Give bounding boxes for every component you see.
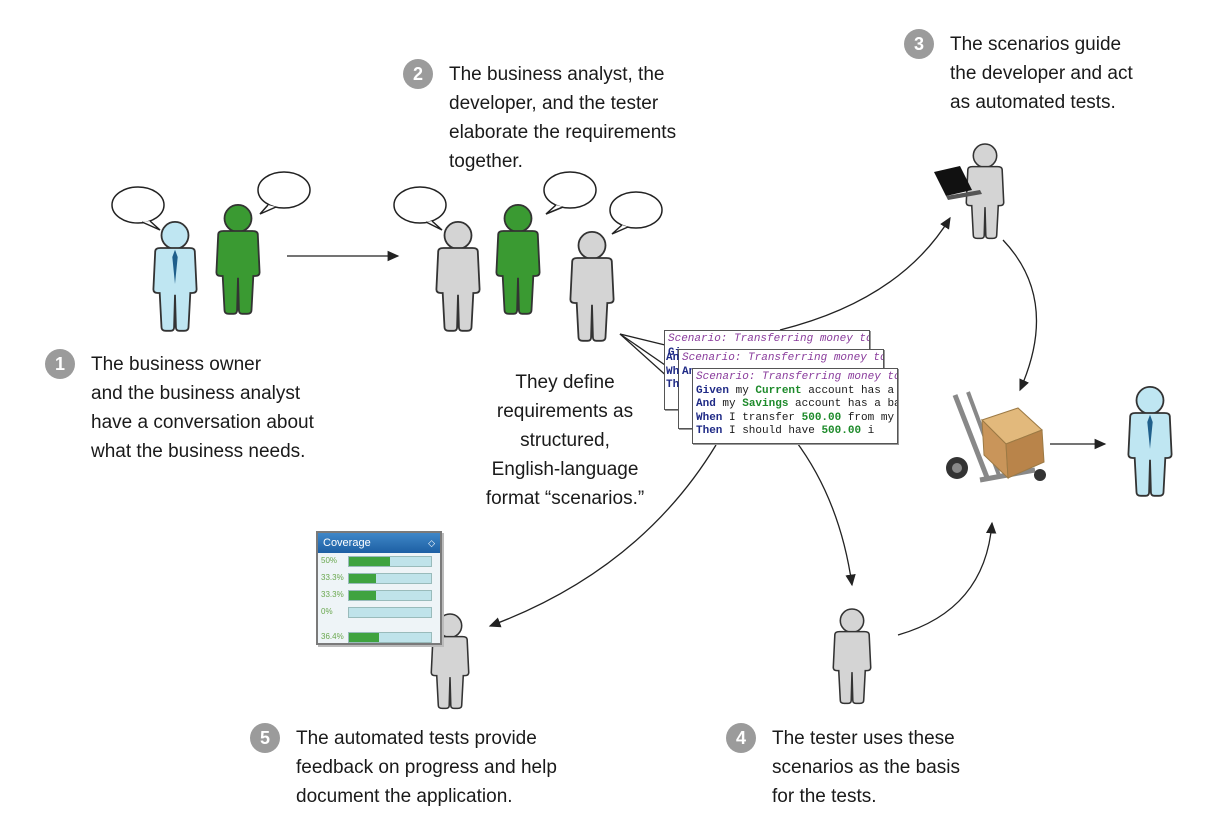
coverage-row: 33.3% — [318, 570, 440, 587]
center-text-line: English-language — [491, 459, 639, 480]
step-5-text: The automated tests provide feedback on … — [296, 724, 557, 811]
scenario-link-line-2 — [619, 333, 666, 366]
coverage-percent-label: 33.3% — [321, 590, 344, 599]
arrow-developer-to-delivery — [1002, 239, 1038, 392]
scenario-title: Scenario: Transferring money to — [682, 352, 884, 364]
scenario-link-line — [619, 333, 666, 346]
scenario-card-front: Scenario: Transferring money to Given my… — [692, 368, 898, 444]
step-text-line: developer, and the tester — [449, 93, 659, 114]
step-number-badge: 4 — [726, 723, 756, 753]
coverage-percent-label: 50% — [321, 556, 338, 565]
coverage-progress-bar — [348, 573, 432, 584]
step-2-callout: 2 The business analyst, the developer, a… — [403, 59, 676, 176]
step-number-badge: 2 — [403, 59, 433, 89]
scenario-title: Scenario: Transferring money to — [668, 333, 870, 345]
arrow-to-developer — [779, 216, 951, 331]
coverage-progress-bar — [348, 556, 432, 567]
center-text-line: format “scenarios.” — [485, 488, 645, 509]
step-4-callout: 4 The tester uses these scenarios as the… — [726, 723, 960, 811]
hand-truck-delivery-icon — [946, 391, 1046, 483]
scenario-step-line: Given my Current account has a — [696, 384, 895, 397]
speech-bubble-icon — [111, 171, 663, 235]
tester-person-icon — [569, 230, 615, 342]
step-text-line: The business owner — [91, 354, 262, 375]
business-analyst-person-icon — [215, 203, 261, 315]
scenario-fragment: An — [682, 365, 696, 378]
coverage-progress-fill — [349, 633, 379, 642]
developer-person-icon — [495, 203, 541, 315]
step-number-badge: 1 — [45, 349, 75, 379]
step-3-callout: 3 The scenarios guide the developer and … — [904, 29, 1133, 117]
coverage-row: 36.4% — [318, 629, 440, 646]
coverage-report-panel: Coverage ◇ 50% 33.3% 33.3% 0% 36.4% — [316, 531, 442, 645]
step-text-line: The business analyst, the — [449, 64, 665, 85]
step-number-badge: 5 — [250, 723, 280, 753]
coverage-percent-label: 36.4% — [321, 632, 344, 641]
scenario-step-line: Then I should have 500.00 i — [696, 425, 875, 437]
step-text-line: the developer and act — [950, 63, 1133, 84]
step-1-callout: 1 The business owner and the business an… — [45, 349, 314, 466]
arrow-to-feedback — [488, 444, 717, 628]
coverage-progress-bar — [348, 590, 432, 601]
coverage-rows: 50% 33.3% 33.3% 0% 36.4% — [318, 553, 440, 646]
step-text-line: for the tests. — [772, 786, 877, 807]
business-analyst-person-icon-2 — [435, 220, 481, 332]
scenario-card-fragments: An Wh Th — [666, 352, 692, 424]
coverage-row: 0% — [318, 604, 440, 621]
laptop-icon — [934, 166, 982, 200]
step-text-line: elaborate the requirements — [449, 122, 677, 143]
step-text-line: The automated tests provide — [296, 728, 537, 749]
step-text-line: document the application. — [296, 786, 513, 807]
step-text-line: and the business analyst — [91, 383, 301, 404]
scenario-step-line: When I transfer 500.00 from my — [696, 411, 895, 424]
step-text-line: The tester uses these — [772, 728, 955, 749]
business-owner-receiver-person-icon — [1127, 385, 1173, 497]
coverage-percent-label: 0% — [321, 607, 333, 616]
scenario-definition-text: They define requirements as structured, … — [455, 368, 675, 513]
coverage-row: 33.3% — [318, 587, 440, 604]
coverage-progress-fill — [349, 557, 390, 566]
business-owner-person-icon — [152, 220, 198, 332]
step-text-line: scenarios as the basis — [772, 757, 960, 778]
arrow-tester-to-delivery — [897, 521, 997, 636]
step-text-line: together. — [449, 151, 523, 172]
coverage-header: Coverage ◇ — [318, 533, 440, 553]
step-5-callout: 5 The automated tests provide feedback o… — [250, 723, 557, 811]
center-text-line: They define — [515, 372, 615, 393]
step-number-badge: 3 — [904, 29, 934, 59]
arrow-to-tester — [794, 439, 856, 587]
step-text-line: feedback on progress and help — [296, 757, 557, 778]
step-text-line: have a conversation about — [91, 412, 314, 433]
step-text-line: as automated tests. — [950, 92, 1116, 113]
coverage-progress-bar — [348, 632, 432, 643]
coverage-title: Coverage — [323, 537, 371, 549]
step-2-text: The business analyst, the developer, and… — [449, 60, 676, 176]
scenario-fragment: Gi — [668, 346, 682, 359]
center-text-line: requirements as — [496, 401, 634, 422]
step-3-text: The scenarios guide the developer and ac… — [950, 30, 1133, 117]
coverage-progress-fill — [349, 591, 377, 600]
coverage-row: 50% — [318, 553, 440, 570]
tester-bottom-person-icon — [832, 608, 872, 705]
coverage-progress-bar — [348, 607, 432, 618]
center-text-line: structured, — [520, 430, 610, 451]
scenario-fragment: An — [666, 352, 680, 364]
step-text-line: The scenarios guide — [950, 34, 1122, 55]
step-text-line: what the business needs. — [91, 441, 306, 462]
scenario-title: Scenario: Transferring money to — [696, 371, 898, 383]
scenario-fragment: Wh — [666, 365, 680, 378]
coverage-percent-label: 33.3% — [321, 573, 344, 582]
step-4-text: The tester uses these scenarios as the b… — [772, 724, 960, 811]
scenario-fragment: Th — [666, 379, 680, 391]
coverage-progress-fill — [349, 574, 377, 583]
step-1-text: The business owner and the business anal… — [91, 350, 314, 466]
scenario-step-line: And my Savings account has a ba — [696, 398, 898, 410]
chevron-icon: ◇ — [428, 538, 435, 548]
developer-laptop-person-icon — [965, 143, 1005, 240]
